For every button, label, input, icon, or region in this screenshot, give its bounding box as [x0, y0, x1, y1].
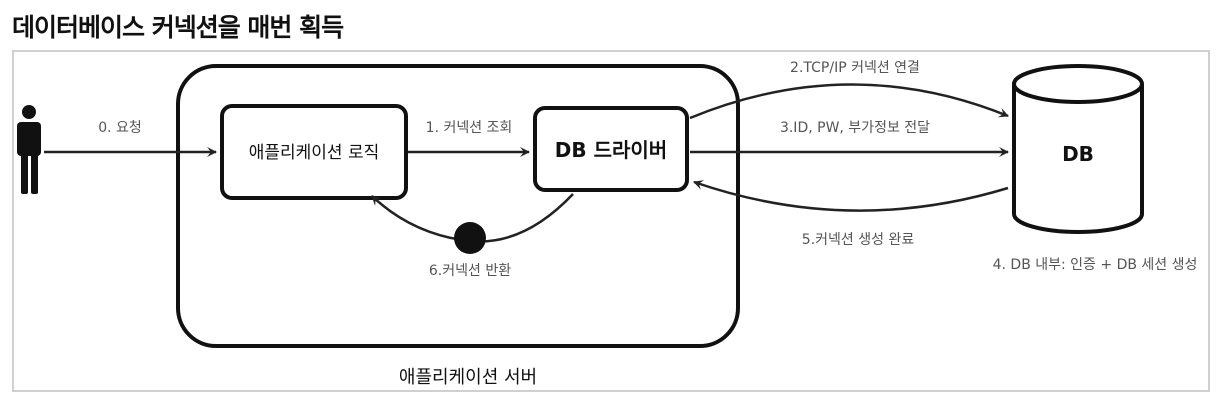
app-logic-box [220, 104, 408, 200]
step-6-label: 6.커넥션 반환 [429, 263, 511, 279]
step-2-label: 2.TCP/IP 커넥션 연결 [790, 60, 920, 76]
step-5-label: 5.커넥션 생성 완료 [802, 232, 915, 248]
app-server-label: 애플리케이션 서버 [399, 367, 537, 388]
app-server-box [176, 64, 740, 348]
app-logic-label: 애플리케이션 로직 [249, 143, 380, 163]
user-icon [17, 105, 41, 194]
step-1-label: 1. 커넥션 조회 [426, 120, 513, 136]
database-cylinder-icon [1012, 64, 1144, 234]
step-3-label: 3.ID, PW, 부가정보 전달 [780, 120, 930, 136]
db-driver-label: DB 드라이버 [555, 138, 667, 162]
step-4-label: 4. DB 내부: 인증 + DB 세션 생성 [993, 257, 1198, 273]
page-title: 데이터베이스 커넥션을 매번 획득 [12, 13, 344, 42]
connection-dot-icon [454, 222, 486, 254]
db-driver-box [533, 106, 689, 192]
db-label: DB [1062, 142, 1094, 166]
arrow-tcp-connect [689, 83, 1009, 120]
step-0-label: 0. 요청 [98, 120, 142, 136]
arrow-connection-created [693, 180, 1009, 212]
